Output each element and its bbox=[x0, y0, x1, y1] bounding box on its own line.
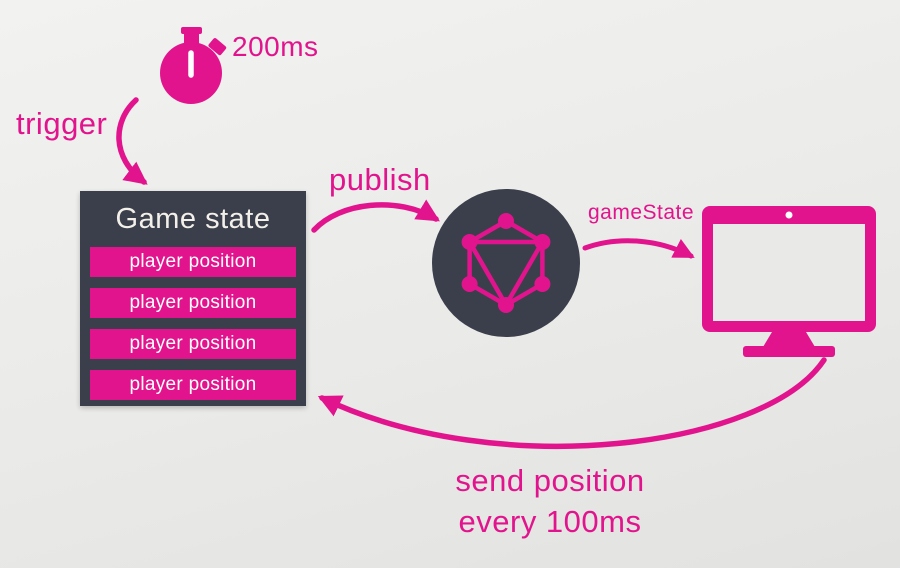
timer-duration-label: 200ms bbox=[232, 31, 319, 62]
stopwatch-icon bbox=[160, 27, 227, 104]
gamestate-arrow bbox=[582, 238, 695, 259]
publish-arrow bbox=[311, 199, 440, 233]
player-position-row: player position bbox=[90, 329, 296, 359]
player-position-row: player position bbox=[90, 247, 296, 277]
monitor-icon bbox=[702, 206, 876, 357]
send-position-line2: every 100ms bbox=[458, 504, 642, 539]
trigger-arrow bbox=[116, 97, 148, 185]
player-position-row: player position bbox=[90, 288, 296, 318]
publish-label: publish bbox=[329, 162, 431, 197]
send-position-label: send position every 100ms bbox=[404, 460, 696, 542]
send-position-line1: send position bbox=[455, 463, 645, 498]
send-position-arrow bbox=[317, 357, 827, 449]
graphql-logo-icon bbox=[432, 189, 580, 337]
player-position-row: player position bbox=[90, 370, 296, 400]
game-state-title: Game state bbox=[115, 203, 271, 235]
gamestate-label: gameState bbox=[588, 201, 695, 224]
trigger-label: trigger bbox=[16, 106, 108, 141]
game-state-box: Game state player position player positi… bbox=[80, 191, 306, 406]
